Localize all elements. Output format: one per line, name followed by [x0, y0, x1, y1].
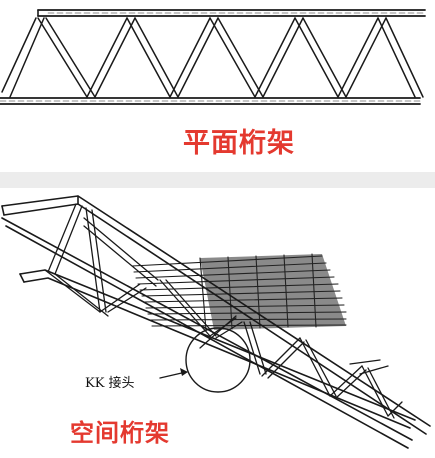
planar-truss-caption: 平面桁架 — [183, 128, 295, 159]
space-web — [44, 203, 403, 419]
space-truss-panel: KK 接头 空间桁架 — [0, 188, 435, 458]
deck-fill — [200, 254, 346, 330]
bottom-chord — [0, 97, 421, 105]
top-chord — [37, 9, 426, 17]
web-diagonals — [1, 17, 424, 98]
kk-joint-label: KK 接头 — [85, 376, 135, 391]
space-truss-drawing — [1, 195, 431, 449]
kk-joint-callout — [159, 327, 251, 393]
planar-truss-panel: 平面桁架 — [0, 0, 435, 172]
callout-arrowhead — [180, 368, 188, 376]
space-truss-caption: 空间桁架 — [70, 419, 170, 447]
deck-grating — [131, 253, 347, 331]
planar-truss-drawing — [0, 9, 426, 105]
lower-chords-3d — [1, 217, 416, 449]
panel-separator — [0, 172, 435, 188]
